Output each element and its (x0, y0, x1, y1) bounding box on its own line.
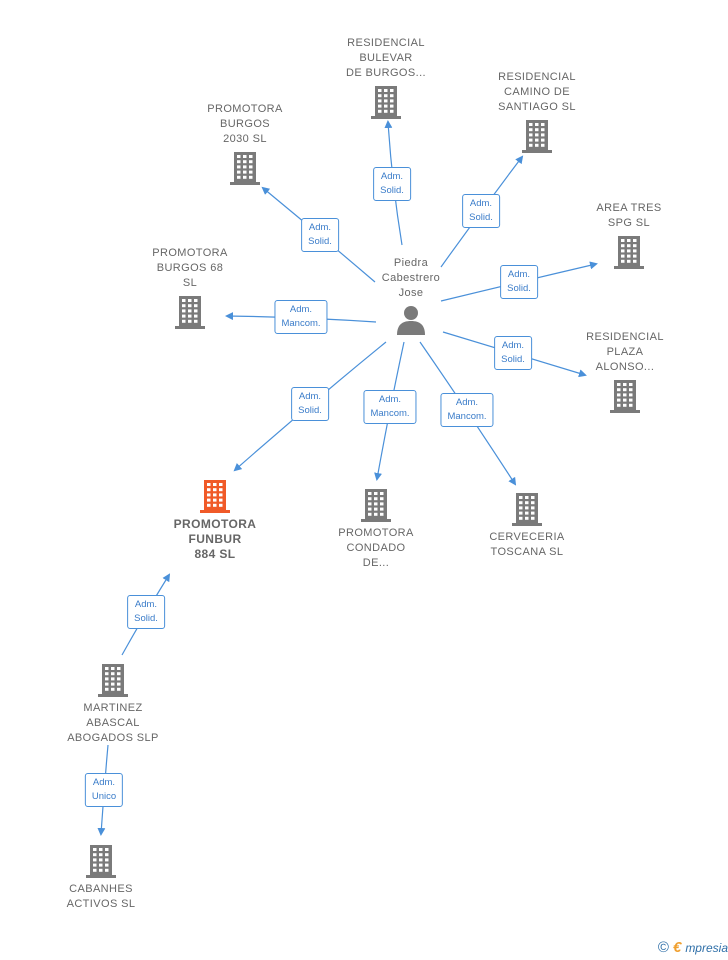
relation-badge[interactable]: Adm. Solid. (127, 595, 165, 629)
building-icon (86, 844, 116, 878)
building-icon (512, 492, 542, 526)
node-label: RESIDENCIAL PLAZA ALONSO... (586, 331, 664, 373)
node-label: AREA TRES SPG SL (596, 202, 662, 229)
node-cerveceria[interactable]: CERVECERIA TOSCANA SL (472, 492, 582, 560)
building-icon (175, 295, 205, 329)
node-label: Piedra Cabestrero Jose (381, 257, 441, 299)
relation-badge[interactable]: Adm. Solid. (494, 336, 532, 370)
brand-name: mpresia (685, 940, 728, 955)
brand-footer: © €mpresia (658, 939, 728, 956)
node-bulevar[interactable]: RESIDENCIAL BULEVAR DE BURGOS... (331, 36, 441, 119)
relation-badge[interactable]: Adm. Solid. (462, 194, 500, 228)
node-label: CABANHES ACTIVOS SL (66, 883, 136, 910)
building-icon (522, 119, 552, 153)
relation-badge[interactable]: Adm. Solid. (500, 265, 538, 299)
relation-badge[interactable]: Adm. Unico (84, 773, 124, 807)
node-funbur[interactable]: PROMOTORA FUNBUR 884 SL (160, 479, 270, 562)
node-martinez[interactable]: MARTINEZ ABASCAL ABOGADOS SLP (58, 663, 168, 746)
building-icon (230, 151, 260, 185)
node-label: CERVECERIA TOSCANA SL (489, 531, 565, 558)
relation-badge[interactable]: Adm. Mancom. (274, 300, 328, 334)
node-promotora2030[interactable]: PROMOTORA BURGOS 2030 SL (190, 102, 300, 185)
brand-logo-icon: € (672, 939, 682, 956)
node-label: RESIDENCIAL BULEVAR DE BURGOS... (346, 37, 426, 79)
person-icon (396, 305, 426, 335)
node-label: PROMOTORA FUNBUR 884 SL (173, 517, 257, 561)
relation-badge[interactable]: Adm. Mancom. (440, 393, 494, 427)
node-burgos68[interactable]: PROMOTORA BURGOS 68 SL (135, 246, 245, 329)
node-label: PROMOTORA BURGOS 2030 SL (207, 103, 283, 145)
building-icon (98, 663, 128, 697)
copyright-symbol: © (657, 939, 669, 956)
node-person[interactable]: Piedra Cabestrero Jose (356, 256, 466, 335)
node-areatres[interactable]: AREA TRES SPG SL (574, 201, 684, 269)
building-icon (371, 85, 401, 119)
building-icon (361, 488, 391, 522)
node-label: MARTINEZ ABASCAL ABOGADOS SLP (67, 702, 159, 744)
building-icon (610, 379, 640, 413)
relation-badge[interactable]: Adm. Mancom. (363, 390, 417, 424)
node-label: PROMOTORA CONDADO DE... (338, 527, 414, 569)
building-icon (614, 235, 644, 269)
node-alonso[interactable]: RESIDENCIAL PLAZA ALONSO... (570, 330, 680, 413)
node-cabanhes[interactable]: CABANHES ACTIVOS SL (46, 844, 156, 912)
relation-badge[interactable]: Adm. Solid. (291, 387, 329, 421)
node-condado[interactable]: PROMOTORA CONDADO DE... (321, 488, 431, 571)
node-santiago[interactable]: RESIDENCIAL CAMINO DE SANTIAGO SL (482, 70, 592, 153)
relation-badge[interactable]: Adm. Solid. (373, 167, 411, 201)
node-label: RESIDENCIAL CAMINO DE SANTIAGO SL (498, 71, 576, 113)
building-icon (200, 479, 230, 513)
node-label: PROMOTORA BURGOS 68 SL (152, 247, 228, 289)
relation-badge[interactable]: Adm. Solid. (301, 218, 339, 252)
